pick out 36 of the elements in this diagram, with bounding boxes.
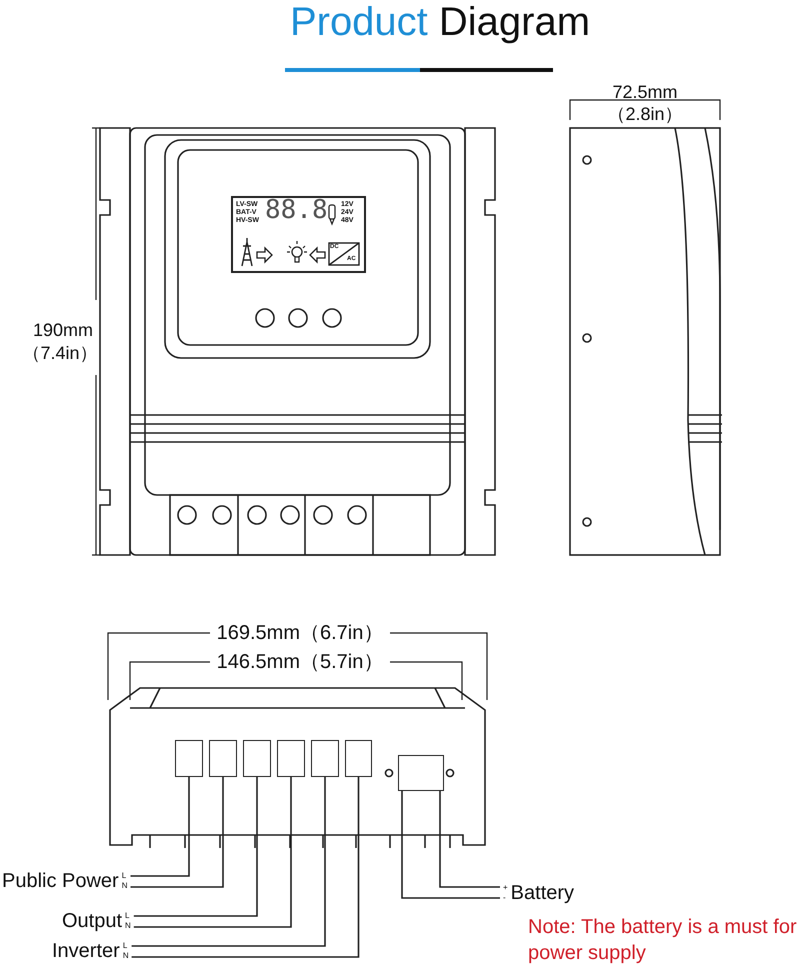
connection-label: Inverter (52, 940, 120, 962)
terminal-box (243, 740, 271, 777)
leader-line (134, 777, 292, 928)
dimension-label: （2.8in） (606, 104, 684, 125)
leader-line (130, 777, 224, 888)
dimension-label: 190mm (32, 320, 94, 341)
pin-label: + (503, 883, 508, 893)
pin-label: - (503, 893, 507, 903)
connection-label: Output (62, 910, 122, 932)
terminal-box (311, 740, 339, 777)
pin-label: N (122, 951, 129, 961)
pin-label: L (125, 911, 130, 921)
title: Product Diagram (288, 0, 592, 45)
terminal-box (398, 755, 444, 791)
connection-label: Public Power (2, 870, 119, 892)
terminal-box (209, 740, 237, 777)
dimension-label: （7.4in） (21, 343, 99, 364)
leader-line (134, 777, 258, 917)
terminal-box (175, 740, 203, 777)
leader-line (132, 777, 360, 958)
pin-label: N (125, 921, 131, 931)
note-text: Note: The battery is a must for power supply (528, 915, 798, 966)
leader-line (401, 791, 500, 899)
terminal-box (277, 740, 305, 777)
pin-label: L (122, 871, 128, 881)
pin-label: N (122, 881, 128, 891)
dimension-label: 72.5mm (611, 82, 679, 103)
leader-line (439, 791, 500, 888)
dimension-label: 146.5mm（5.7in） (210, 651, 390, 674)
leader-line (130, 777, 190, 877)
connection-label: Battery (510, 882, 574, 904)
terminal-box (345, 740, 372, 777)
pin-label: L (122, 941, 128, 951)
lcd-digits: 88.8 (265, 197, 328, 223)
dimension-label: 169.5mm（6.7in） (210, 622, 390, 645)
leader-line (132, 777, 326, 947)
